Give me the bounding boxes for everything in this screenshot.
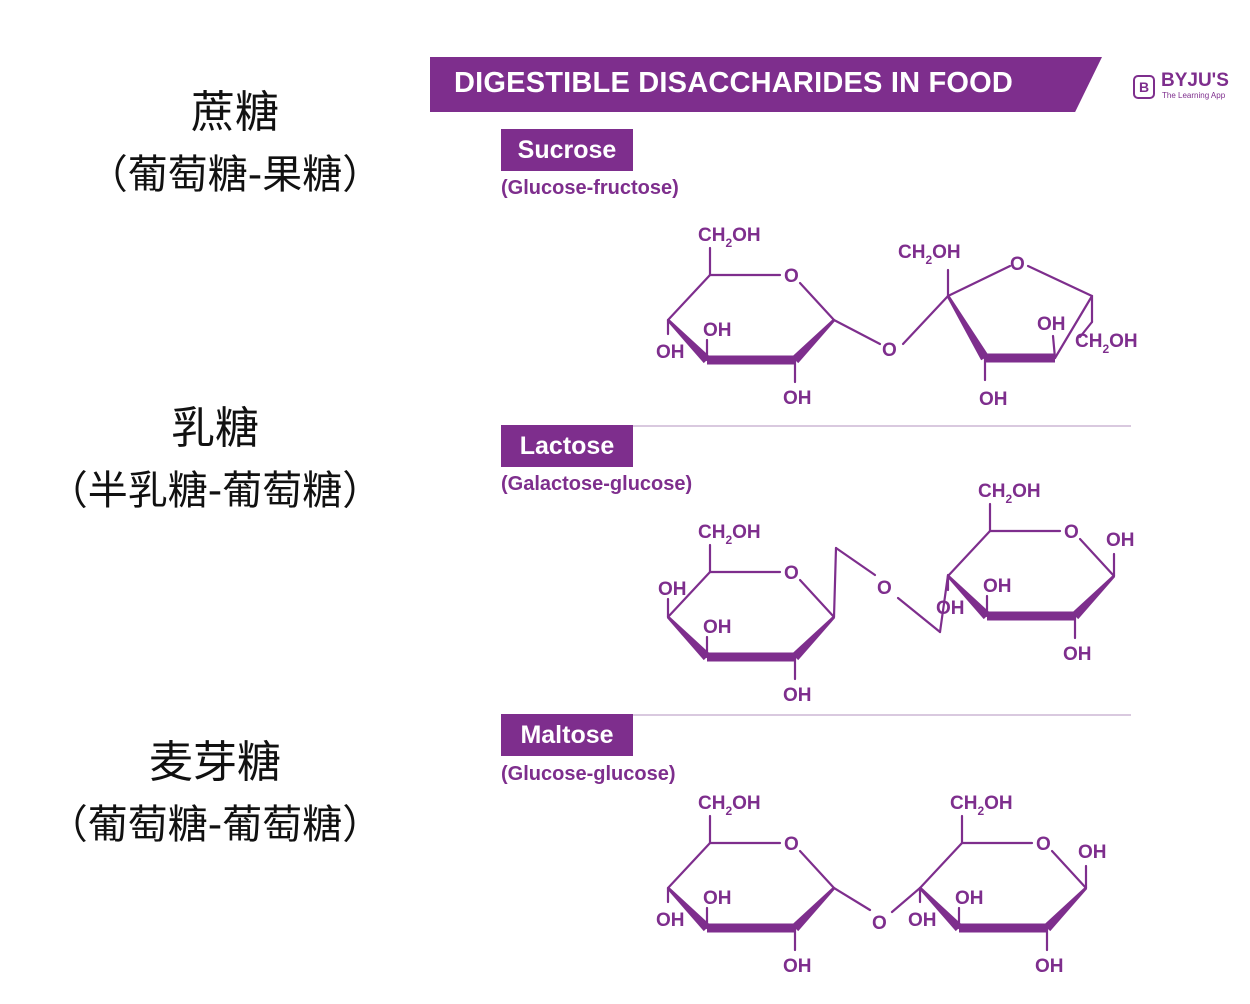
oh-label: OH [783, 956, 812, 977]
brand-name: BYJU'S [1161, 70, 1229, 91]
ring-oxygen: O [784, 266, 799, 287]
brand-tagline: The Learning App [1162, 91, 1226, 100]
lactose-composition: (Galactose-glucose) [501, 473, 693, 495]
oh-label: OH [979, 389, 1008, 410]
oh-label: OH [658, 579, 687, 600]
divider-maltose [633, 714, 1131, 716]
glycosidic-oxygen: O [877, 578, 892, 599]
oh-label: OH [783, 685, 812, 706]
maltose-structure: O CH2OH OH OH OH O O CH2OH OH OH OH OH [656, 793, 1107, 977]
byjus-logo-icon: B [1133, 75, 1155, 99]
ch2oh-label: CH2OH [698, 793, 761, 818]
ring-oxygen: O [1010, 254, 1025, 275]
cn-name-maltose: 麦芽糖 [149, 737, 281, 788]
cn-composition-sucrose: （葡萄糖-果糖） [87, 152, 383, 198]
divider-lactose [633, 425, 1131, 427]
ch2oh-label: CH2OH [698, 225, 761, 250]
ring-oxygen: O [1036, 834, 1051, 855]
lactose-tag: Lactose [501, 425, 633, 467]
sucrose-tag: Sucrose [501, 129, 633, 171]
oh-label: OH [983, 576, 1012, 597]
cn-name-sucrose: 蔗糖 [191, 87, 279, 138]
cn-label-lactose: 乳糖 （半乳糖-葡萄糖） [30, 398, 400, 522]
ch2oh-label: CH2OH [698, 522, 761, 547]
sucrose-structure: O CH2OH OH OH OH O CH2OH O CH2OH OH OH [656, 225, 1138, 410]
cn-label-maltose: 麦芽糖 （葡萄糖-葡萄糖） [30, 732, 400, 856]
oh-label: OH [1078, 842, 1107, 863]
oh-label: OH [1106, 530, 1135, 551]
ring-oxygen: O [784, 563, 799, 584]
ch2oh-label: CH2OH [978, 481, 1041, 506]
maltose-tag: Maltose [501, 714, 633, 756]
maltose-composition: (Glucose-glucose) [501, 763, 676, 785]
ring-oxygen: O [784, 834, 799, 855]
cn-label-sucrose: 蔗糖 （葡萄糖-果糖） [70, 82, 400, 206]
title-banner: DIGESTIBLE DISACCHARIDES IN FOOD [430, 57, 1102, 112]
oh-label: OH [656, 910, 685, 931]
banner-title: DIGESTIBLE DISACCHARIDES IN FOOD [454, 67, 1014, 99]
oh-label: OH [908, 910, 937, 931]
oh-label: OH [1037, 314, 1066, 335]
ch2oh-label: CH2OH [950, 793, 1013, 818]
oh-label: OH [703, 888, 732, 909]
ring-oxygen: O [1064, 522, 1079, 543]
oh-label: OH [703, 320, 732, 341]
cn-name-lactose: 乳糖 [171, 403, 259, 454]
glycosidic-oxygen: O [882, 340, 897, 361]
oh-label: OH [783, 388, 812, 409]
oh-label: OH [1035, 956, 1064, 977]
ch2oh-label: CH2OH [898, 242, 961, 267]
ch2oh-label: CH2OH [1075, 331, 1138, 356]
lactose-structure: O CH2OH OH OH OH O O CH2OH OH OH OH OH [658, 481, 1135, 706]
cn-composition-maltose: （葡萄糖-葡萄糖） [47, 802, 383, 848]
glycosidic-oxygen: O [872, 913, 887, 934]
oh-label: OH [703, 617, 732, 638]
oh-label: OH [656, 342, 685, 363]
oh-label: OH [936, 598, 965, 619]
oh-label: OH [955, 888, 984, 909]
sucrose-composition: (Glucose-fructose) [501, 177, 679, 199]
oh-label: OH [1063, 644, 1092, 665]
cn-composition-lactose: （半乳糖-葡萄糖） [47, 468, 383, 514]
